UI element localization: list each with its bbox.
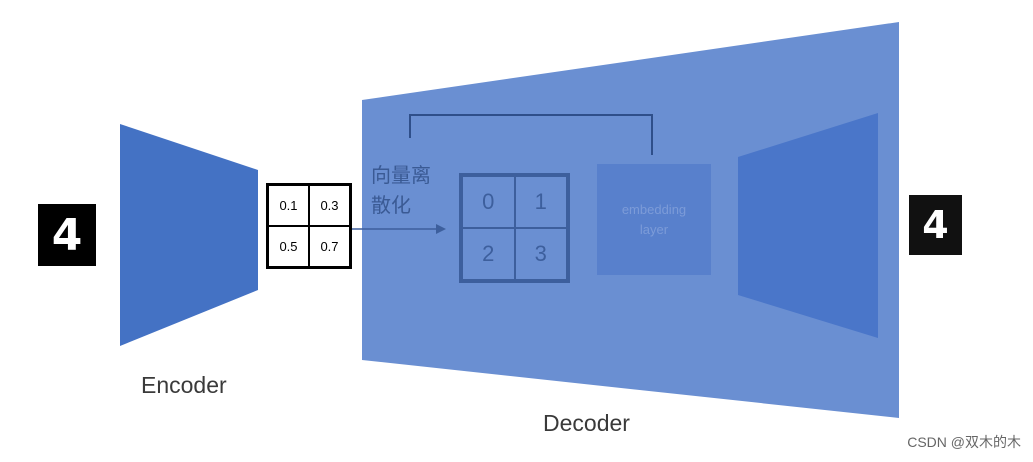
latent-grid: 0.1 0.3 0.5 0.7 bbox=[266, 183, 352, 269]
quantize-arrow-head bbox=[436, 224, 446, 234]
decoder-label: Decoder bbox=[543, 410, 630, 436]
codebook-cell: 1 bbox=[514, 176, 567, 228]
quantization-label-line1: 向量离 bbox=[371, 163, 431, 187]
embedding-label-line1: embedding bbox=[621, 201, 687, 217]
input-digit-image: 4 bbox=[38, 204, 96, 266]
quantization-label-line2: 散化 bbox=[371, 193, 411, 217]
codebook-grid: 0 1 2 3 bbox=[459, 173, 570, 283]
output-digit-image: 4 bbox=[909, 195, 962, 255]
bracket-line bbox=[409, 114, 653, 155]
encoder-label: Encoder bbox=[141, 372, 227, 398]
latent-cell: 0.1 bbox=[268, 185, 309, 226]
embedding-label-line2: layer bbox=[639, 221, 669, 237]
codebook-cell: 3 bbox=[514, 228, 567, 280]
latent-cell: 0.7 bbox=[309, 226, 350, 267]
encoder-trapezoid bbox=[120, 124, 258, 346]
codebook-cell: 2 bbox=[462, 228, 515, 280]
watermark: CSDN @双木的木 bbox=[907, 434, 1021, 450]
output-digit: 4 bbox=[922, 203, 949, 247]
inner-decoder-trapezoid bbox=[738, 113, 878, 338]
latent-cell: 0.5 bbox=[268, 226, 309, 267]
input-digit: 4 bbox=[51, 209, 83, 261]
latent-cell: 0.3 bbox=[309, 185, 350, 226]
codebook-cell: 0 bbox=[462, 176, 515, 228]
quantization-label: 向量离 散化 bbox=[371, 160, 431, 220]
embedding-layer-box: embedding layer bbox=[597, 164, 711, 275]
